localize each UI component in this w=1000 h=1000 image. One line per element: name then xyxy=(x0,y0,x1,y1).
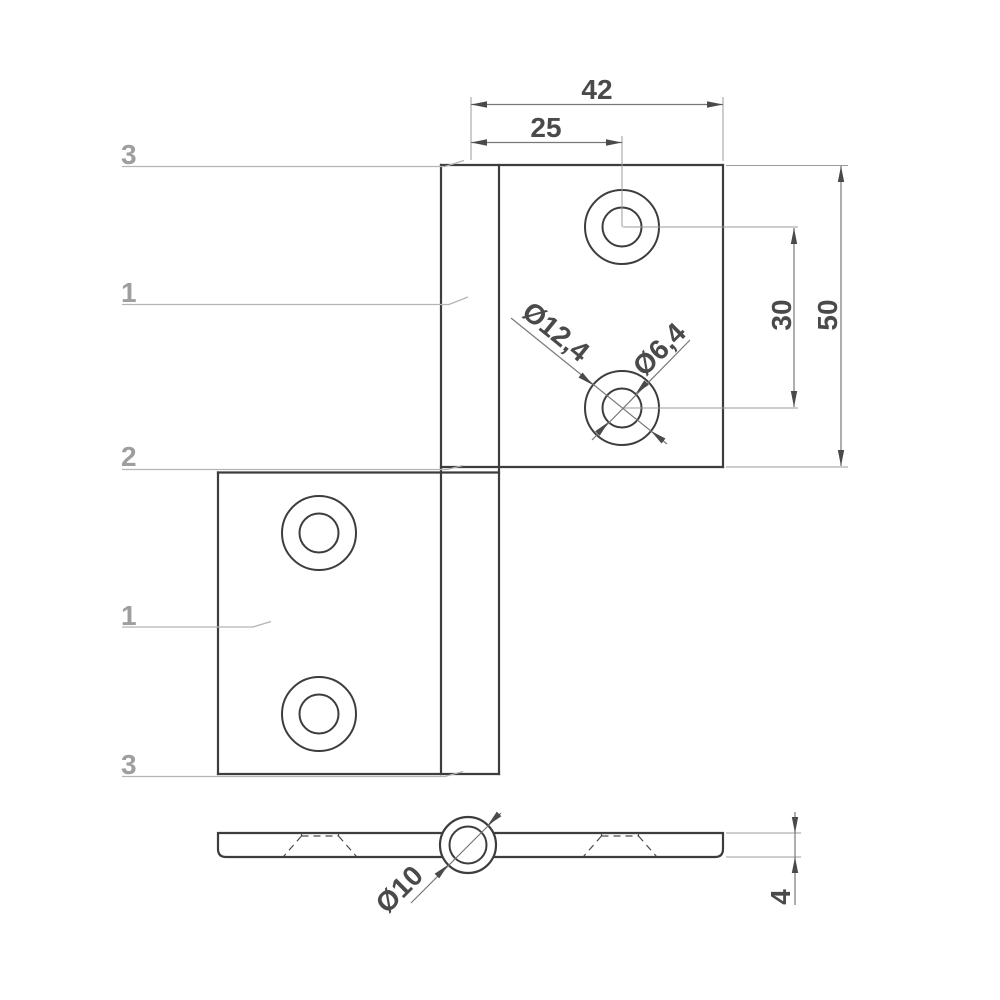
lower-leaf-bottom-hole xyxy=(281,676,357,752)
dim-4-text: 4 xyxy=(765,889,796,905)
label-1-text: 1 xyxy=(121,277,137,308)
arrowhead-icon xyxy=(651,431,666,444)
arrowhead-left-icon xyxy=(471,139,487,146)
countersink-circle xyxy=(281,676,357,752)
label-1-text: 1 xyxy=(121,600,137,631)
side-view-pin-hole-circle xyxy=(448,825,488,865)
dim-25-text: 25 xyxy=(530,112,561,143)
dim-30-text: 30 xyxy=(766,299,797,330)
leader-line xyxy=(410,812,502,904)
side-view-knuckle-outer-circle xyxy=(438,815,498,875)
lower-leaf-top-hole xyxy=(281,495,357,571)
side-view xyxy=(216,815,725,875)
label-3-text: 3 xyxy=(121,139,137,170)
hole-circle xyxy=(298,693,340,735)
arrowhead-down-icon xyxy=(790,391,798,407)
arrowhead-icon xyxy=(487,811,502,826)
part-label-1-lower: 1 xyxy=(121,600,272,631)
arrowhead-icon xyxy=(595,422,609,436)
leader-line xyxy=(122,296,469,306)
dimension-50: 50 xyxy=(726,165,848,468)
leader-line xyxy=(122,770,464,778)
arrowhead-up-icon xyxy=(790,228,798,244)
arrowhead-up-icon xyxy=(837,166,845,182)
arrowhead-icon xyxy=(635,380,649,394)
arrowhead-left-icon xyxy=(471,101,487,108)
arrowhead-right-icon xyxy=(606,139,622,146)
part-label-3-bottom: 3 xyxy=(121,749,464,780)
part-label-2-pin: 2 xyxy=(121,441,464,472)
hidden-cone-line xyxy=(638,835,657,857)
dim-50-text: 50 xyxy=(812,299,843,330)
arrowhead-icon xyxy=(578,372,593,385)
arrowhead-up-icon xyxy=(791,857,799,873)
upper-leaf-outline xyxy=(439,163,725,469)
label-3-text: 3 xyxy=(121,749,137,780)
side-view-countersink-right xyxy=(583,833,657,857)
countersink-circle xyxy=(281,495,357,571)
side-view-plate-outline xyxy=(216,831,725,859)
hidden-cone-line xyxy=(583,835,602,857)
dimension-42: 42 xyxy=(470,74,724,161)
lower-leaf-outline xyxy=(216,471,501,776)
part-label-1-upper: 1 xyxy=(121,277,469,308)
dimension-25: 25 xyxy=(471,112,623,227)
arrowhead-down-icon xyxy=(791,817,799,833)
part-label-3-top: 3 xyxy=(121,139,465,170)
dia-10-text: Ø10 xyxy=(370,860,429,919)
knuckle-pin-strip xyxy=(439,163,501,776)
hidden-cone-line xyxy=(283,835,302,857)
side-view-countersink-left xyxy=(283,833,357,857)
hidden-cone-line xyxy=(338,835,357,857)
leader-line xyxy=(122,159,465,168)
dim-42-text: 42 xyxy=(581,74,612,105)
leader-line xyxy=(122,464,464,471)
dimension-30: 30 xyxy=(623,226,798,409)
arrowhead-right-icon xyxy=(707,101,723,108)
arrowhead-down-icon xyxy=(837,450,845,466)
hole-circle xyxy=(298,512,340,554)
arrowhead-icon xyxy=(434,864,449,879)
dimension-4: 4 xyxy=(726,812,801,905)
label-2-text: 2 xyxy=(121,441,137,472)
leader-line xyxy=(122,620,272,628)
